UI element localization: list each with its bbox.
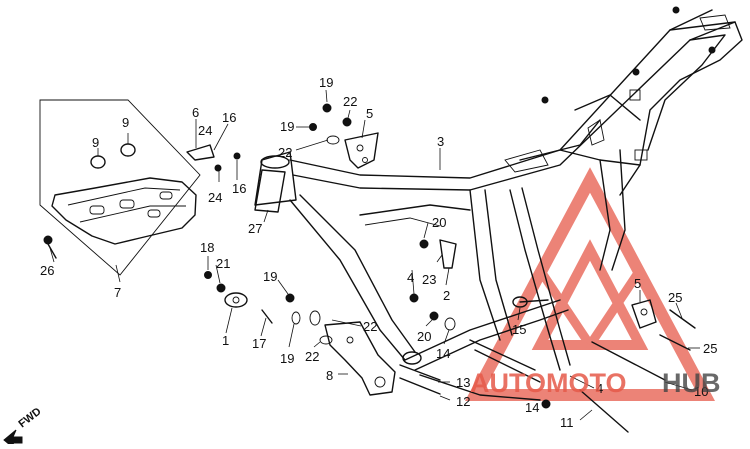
callout-22-mid: 22 xyxy=(278,145,292,160)
callout-26: 26 xyxy=(40,263,54,278)
plate-8 xyxy=(324,321,396,396)
callout-19-mid: 19 xyxy=(280,119,294,134)
callout-25-top: 25 xyxy=(668,290,682,305)
callout-12: 12 xyxy=(456,394,470,409)
callout-6: 6 xyxy=(192,105,199,120)
callout-16-top: 16 xyxy=(222,110,236,125)
callout-16-bottom: 16 xyxy=(232,181,246,196)
callout-17: 17 xyxy=(252,336,266,351)
callout-labels: 1 2 3 4 4 5 5 6 7 8 9 9 10 11 12 13 14 1… xyxy=(40,75,717,430)
callout-8: 8 xyxy=(326,368,333,383)
forward-label: FWD xyxy=(16,405,43,430)
callout-2: 2 xyxy=(443,288,450,303)
callout-19-top: 19 xyxy=(319,75,333,90)
callout-14-left: 14 xyxy=(436,346,450,361)
callout-7: 7 xyxy=(114,285,121,300)
callout-21: 21 xyxy=(216,256,230,271)
watermark-logo xyxy=(464,167,716,401)
callout-11: 11 xyxy=(560,415,574,430)
bracket-5-right xyxy=(631,299,657,329)
callout-27: 27 xyxy=(248,221,262,236)
callout-14-right: 14 xyxy=(525,400,539,415)
callout-10: 10 xyxy=(694,384,708,399)
callout-22-bottom: 22 xyxy=(305,349,319,364)
callout-18: 18 xyxy=(200,240,214,255)
hardware xyxy=(186,103,696,433)
callout-19-bottom: 19 xyxy=(280,351,294,366)
callout-25-bottom: 25 xyxy=(703,341,717,356)
callout-22-top: 22 xyxy=(343,94,357,109)
bracket-5-top xyxy=(344,132,379,169)
callout-15: 15 xyxy=(512,322,526,337)
callout-5-right: 5 xyxy=(634,276,641,291)
callout-5-top: 5 xyxy=(366,106,373,121)
callout-9-left: 9 xyxy=(92,135,99,150)
watermark-text-accent: AUTOMOTO xyxy=(470,368,627,398)
callout-4-left: 4 xyxy=(407,270,414,285)
watermark-text-dark: HUB xyxy=(662,368,721,398)
callout-24-top: 24 xyxy=(198,123,212,138)
callout-19-lower: 19 xyxy=(263,269,277,284)
callout-13: 13 xyxy=(456,375,470,390)
callout-24-bottom: 24 xyxy=(208,190,222,205)
forward-arrow-icon: FWD xyxy=(3,405,44,449)
callout-1: 1 xyxy=(222,333,229,348)
callout-20-top: 20 xyxy=(432,215,446,230)
watermark-text: AUTOMOTO HUB xyxy=(470,368,721,398)
callout-22-right: 22 xyxy=(363,319,377,334)
callout-4-right: 4 xyxy=(596,381,603,396)
callout-23: 23 xyxy=(422,272,436,287)
callout-20-bottom: 20 xyxy=(417,329,431,344)
leader-lines xyxy=(49,89,700,421)
skid-plate-panel xyxy=(39,99,201,276)
callout-9-right: 9 xyxy=(122,115,129,130)
reflector-27 xyxy=(254,169,286,213)
bolt-26 xyxy=(43,235,57,259)
callout-3: 3 xyxy=(437,134,444,149)
main-frame xyxy=(254,6,743,401)
